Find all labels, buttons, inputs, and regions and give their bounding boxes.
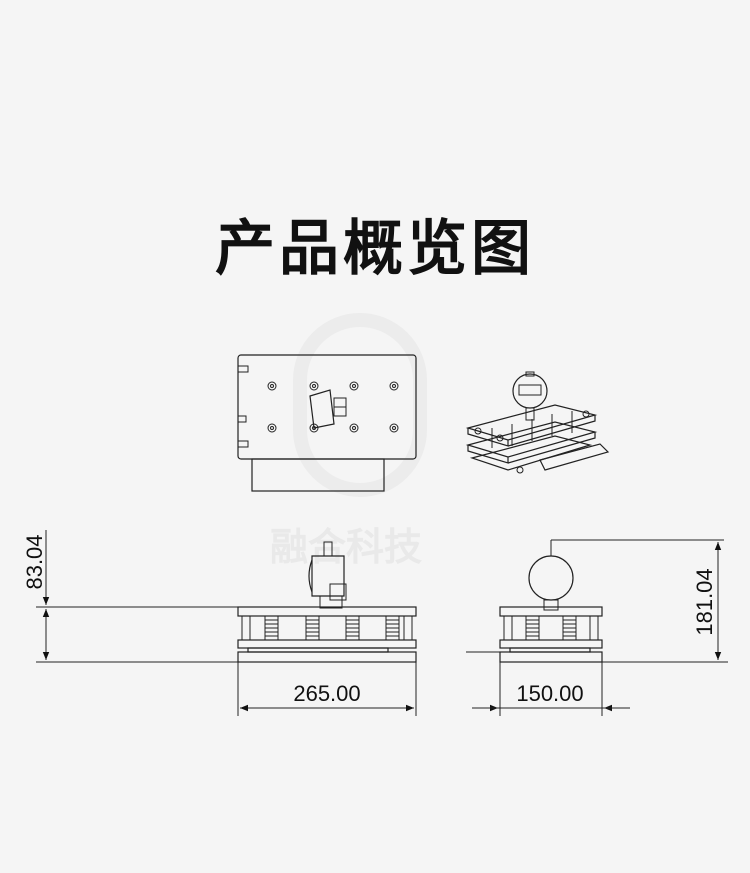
dim-width-side: 150.00 xyxy=(516,681,583,706)
side-view xyxy=(466,539,724,663)
watermark: 融合科技 xyxy=(270,313,427,569)
top-view xyxy=(237,354,417,492)
isometric-view xyxy=(465,371,610,474)
dim-height-front: 83.04 xyxy=(22,534,47,589)
dim-height-side: 181.04 xyxy=(692,568,717,635)
svg-text:融合科技: 融合科技 xyxy=(270,525,422,569)
dimension-lines xyxy=(36,530,728,716)
page-title: 产品概览图 xyxy=(215,214,535,284)
dim-width-front: 265.00 xyxy=(293,681,360,706)
front-view xyxy=(237,541,417,663)
